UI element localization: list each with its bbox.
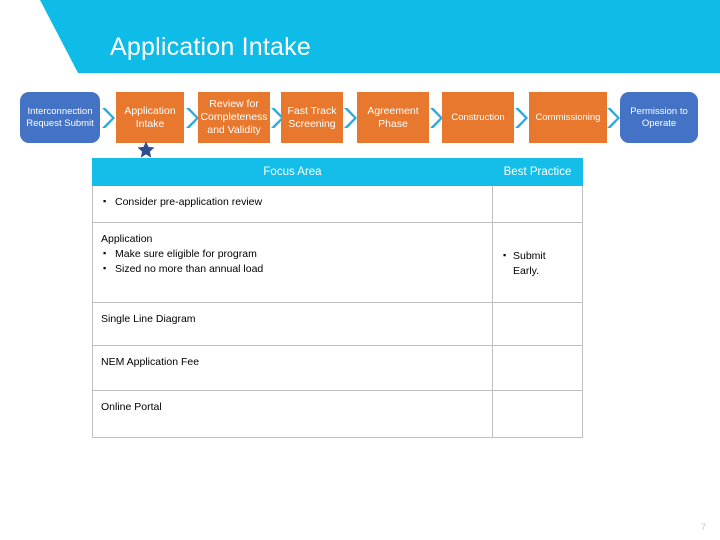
star-icon [136, 140, 156, 160]
flow-arrow-icon [101, 107, 115, 129]
page-number: 7 [700, 522, 706, 532]
flow-step-label: Permission to Operate [630, 105, 688, 129]
flow-step-label: Commissioning [535, 111, 601, 123]
column-header-focus-area: Focus Area [92, 158, 493, 186]
table-row: NEM Application Fee [92, 345, 583, 391]
table-body: Consider pre-application review Applicat… [92, 185, 583, 438]
flow-arrow-icon [429, 107, 443, 129]
flow-step-construction[interactable]: Construction [442, 92, 514, 143]
table-row: Application Make sure eligible for progr… [92, 222, 583, 303]
page-title: Application Intake [110, 33, 311, 61]
best-practice-cell [492, 345, 583, 391]
focus-area-heading: Online Portal [101, 401, 162, 413]
flow-step-agreement-phase[interactable]: Agreement Phase [357, 92, 429, 143]
focus-area-cell: Online Portal [92, 390, 493, 438]
focus-area-cell: Application Make sure eligible for progr… [92, 222, 493, 303]
list-item: Sized no more than annual load [101, 261, 484, 277]
flow-step-label: Application Intake [124, 104, 176, 130]
table-row: Online Portal [92, 390, 583, 438]
flow-step-label: Fast Track Screening [287, 104, 337, 130]
table-row: Single Line Diagram [92, 302, 583, 346]
column-header-best-practice: Best Practice [492, 158, 583, 186]
flow-arrow-icon [343, 107, 357, 129]
flow-step-permission-to-operate[interactable]: Permission to Operate [620, 92, 698, 143]
focus-bullet-list: Make sure eligible for program Sized no … [101, 246, 484, 277]
focus-area-table: Focus Area Best Practice Consider pre-ap… [92, 158, 583, 438]
flow-step-fast-track-screening[interactable]: Fast Track Screening [281, 92, 343, 143]
flow-arrow-icon [606, 107, 620, 129]
header-banner [40, 0, 720, 73]
flow-step-label: Review for Completeness and Validity [200, 98, 268, 136]
list-item: Make sure eligible for program [101, 246, 484, 262]
flow-step-label: Agreement Phase [367, 104, 419, 130]
best-practice-cell [492, 185, 583, 223]
focus-area-heading: Single Line Diagram [101, 313, 196, 325]
process-flow-diagram: Interconnection Request Submit Applicati… [0, 88, 720, 146]
flow-arrow-icon [185, 107, 199, 129]
best-practice-bullet-list: Submit Early. [501, 248, 574, 279]
flow-arrow-icon [514, 107, 528, 129]
focus-area-cell: NEM Application Fee [92, 345, 493, 391]
list-item: Submit Early. [501, 248, 574, 279]
focus-area-cell: Single Line Diagram [92, 302, 493, 346]
list-item: Consider pre-application review [101, 194, 484, 210]
focus-area-heading: NEM Application Fee [101, 356, 200, 368]
table-row: Consider pre-application review [92, 185, 583, 223]
flow-step-application-intake[interactable]: Application Intake [116, 92, 184, 143]
focus-area-heading: Application [101, 233, 153, 245]
flow-step-label: Interconnection Request Submit [26, 105, 94, 129]
table-header-row: Focus Area Best Practice [92, 158, 583, 186]
flow-step-commissioning[interactable]: Commissioning [529, 92, 607, 143]
flow-step-label: Construction [451, 111, 505, 123]
best-practice-cell [492, 390, 583, 438]
flow-step-review-for-completeness-and-validity[interactable]: Review for Completeness and Validity [198, 92, 270, 143]
best-practice-cell: Submit Early. [492, 222, 583, 303]
focus-area-cell: Consider pre-application review [92, 185, 493, 223]
focus-bullet-list: Consider pre-application review [101, 194, 484, 210]
best-practice-cell [492, 302, 583, 346]
flow-step-interconnection-request-submit[interactable]: Interconnection Request Submit [20, 92, 100, 143]
